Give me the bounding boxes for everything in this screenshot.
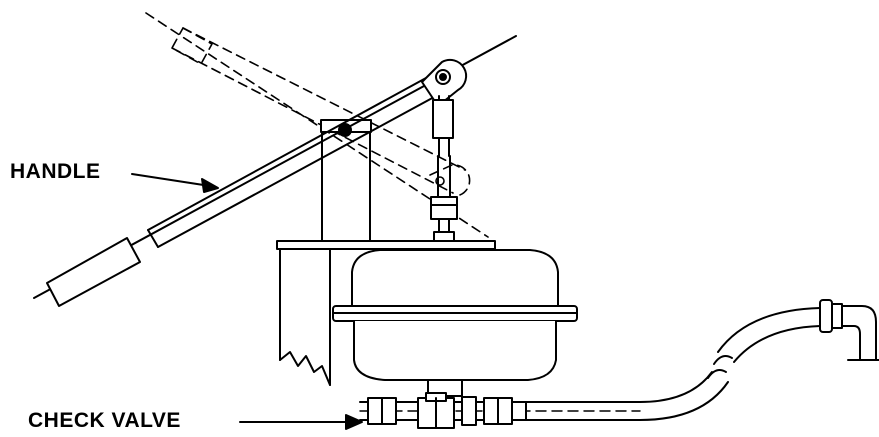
handle-label: HANDLE (10, 160, 101, 183)
outlet-spout (819, 299, 879, 361)
handle-alternate-position (145, 12, 489, 238)
check-valve-assembly (359, 392, 641, 429)
check-valve-label: CHECK VALVE (28, 409, 181, 432)
handle-alt-pivot-pin (435, 176, 445, 186)
hose (639, 307, 821, 421)
pump-body (332, 249, 578, 397)
clevis-and-pump-rod (421, 58, 468, 242)
check-valve-leader-arrow (239, 414, 363, 430)
handle-pivot-pin (338, 123, 352, 137)
handle-leader-arrow (131, 173, 219, 193)
